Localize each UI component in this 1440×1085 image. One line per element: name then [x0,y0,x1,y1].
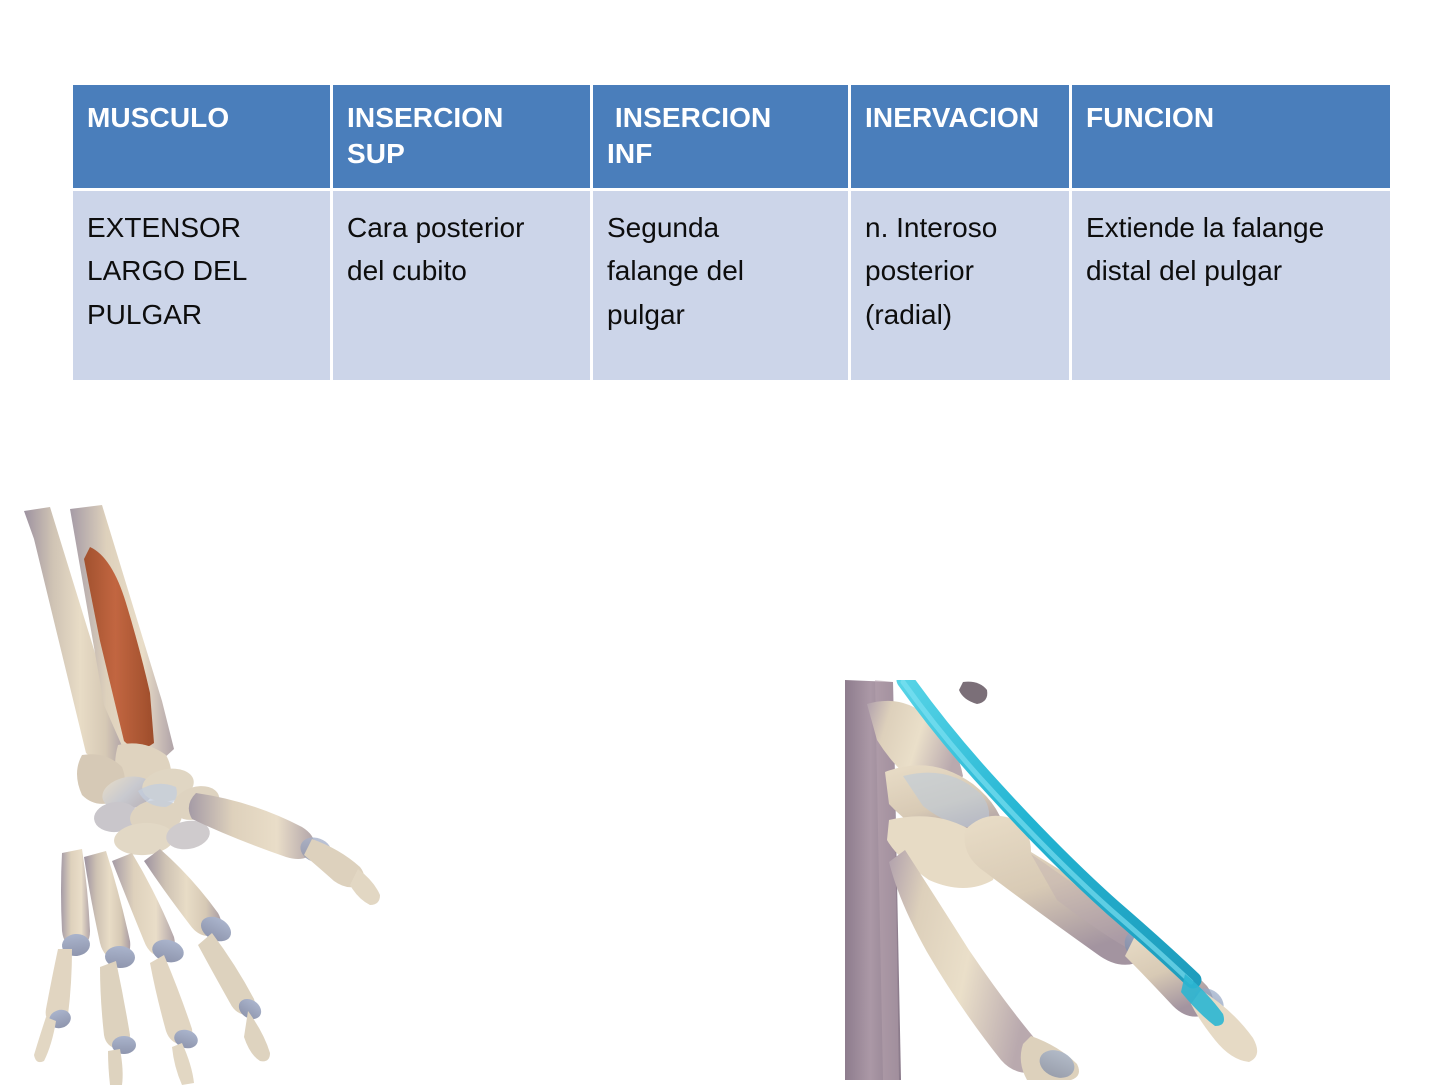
tendon-highlight-stripe [900,680,1194,985]
column-header-funcion: FUNCION [1072,85,1390,188]
cell-line: posterior [865,255,974,287]
cell-line: EXTENSOR [87,211,242,243]
proximal-phalanges [45,933,256,1049]
thumb-proximal-phalanx [304,839,364,888]
cell-line: falange del [607,255,745,287]
distal-phalanges [34,1011,270,1085]
header-line: MUSCULO [87,102,230,133]
cell-line: del cubito [347,255,467,287]
table-row: EXTENSOR LARGO DEL PULGAR Cara posterior… [73,187,1390,380]
cell-line: Extiende la falange [1086,211,1325,243]
interphalangeal-joints [49,998,262,1054]
header-line: INF [607,137,653,169]
cell-funcion: Extiende la falange distal del pulgar [1072,187,1390,380]
thumb-distal-phalanx [350,869,380,905]
first-metacarpal [188,793,315,859]
carpal-bones [94,768,220,856]
cell-insercion-inf: Segunda falange del pulgar [593,187,851,380]
accessory-bone-fragment [959,681,988,704]
first-metacarpal-bone [964,815,1151,965]
cell-line: PULGAR [87,299,203,330]
cell-line: (radial) [865,299,953,330]
column-header-inervacion: INERVACION [851,85,1072,188]
extensor-pollicis-longus-tendon [896,680,1202,989]
cell-line: Cara posterior [347,211,525,243]
muscle-info-table: MUSCULO INSERCION SUP INSERCION INF INER… [73,85,1390,380]
header-line: SUP [347,137,405,169]
cell-line: Segunda [607,211,720,243]
table-header-row: MUSCULO INSERCION SUP INSERCION INF INER… [73,85,1390,188]
cell-musculo: EXTENSOR LARGO DEL PULGAR [73,187,333,380]
extensor-pollicis-longus-muscle [84,547,154,749]
column-header-insercion-inf: INSERCION INF [593,85,851,188]
forearm-hand-skeleton-image [20,505,390,1085]
cell-line: distal del pulgar [1086,255,1283,287]
header-line: INERVACION [865,102,1040,133]
cell-line: n. Interoso [865,211,998,243]
tendon-insertion [1181,974,1224,1026]
index-joint-cartilage [1039,1050,1075,1078]
header-line: INSERCION [347,102,504,133]
header-line: INSERCION [607,102,772,133]
carpal-cartilage-highlight [903,772,990,829]
column-header-musculo: MUSCULO [73,85,333,188]
cell-line: pulgar [607,299,685,330]
thumb-skeleton-tendon-image [845,680,1285,1080]
cell-inervacion: n. Interoso posterior (radial) [851,187,1072,380]
cell-line: LARGO DEL [87,255,248,287]
column-header-insercion-sup: INSERCION SUP [333,85,593,188]
radius-bone [24,507,126,769]
header-line: FUNCION [1086,102,1215,133]
first-metacarpal-shadow [1031,854,1140,952]
cell-insercion-sup: Cara posterior del cubito [333,187,593,380]
metacarpal-bones [61,849,222,961]
second-metacarpal-bone [889,850,1045,1073]
